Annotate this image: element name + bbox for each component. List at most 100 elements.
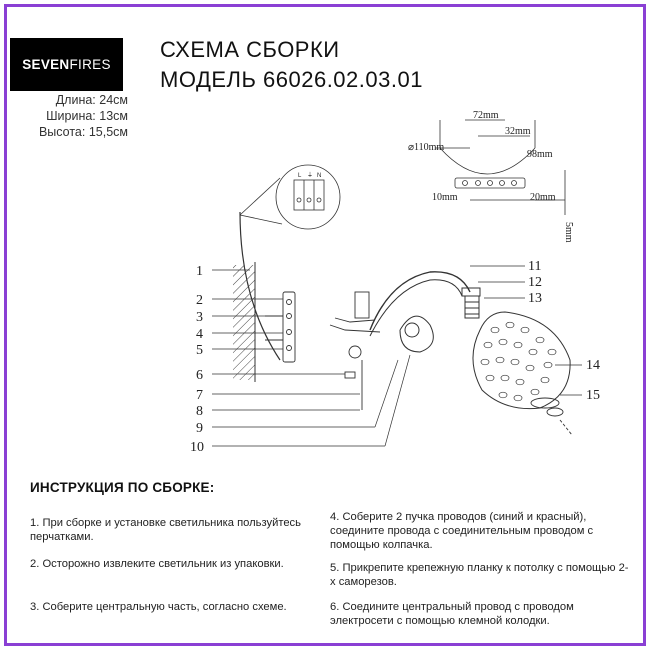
wire-bundle [329, 324, 381, 333]
magnifier-circle [275, 164, 341, 230]
part-number-3: 3 [196, 310, 203, 325]
dimension-height: Высота: 15,5см [38, 125, 128, 139]
plate-hole [475, 180, 481, 186]
instruction-step-5: 5. Прикрепите крепежную планку к потолку… [330, 562, 629, 588]
assembly-diagram: ⌀110mm 72mm 32mm 98mm 10mm 20mm 5mm L ⏚ … [190, 110, 600, 455]
leader-9b [374, 359, 399, 428]
part-number-15: 15 [586, 388, 600, 403]
nut-small [344, 371, 356, 379]
bracket-hole [286, 313, 292, 319]
plate-dim-20: 20mm [530, 192, 556, 203]
plate-dim-5: 5mm [563, 222, 574, 243]
shade-hole [515, 378, 525, 386]
shade-hole [490, 326, 500, 334]
terminal-letter-n: N [317, 173, 321, 179]
plate-hole [499, 180, 505, 186]
part-number-4: 4 [196, 327, 203, 342]
lamp-arm [369, 271, 471, 331]
dimension-width: Ширина: 13см [46, 109, 128, 123]
terminal-screw [306, 197, 312, 203]
terminal-block-detail [239, 164, 341, 230]
plate-dim-10: 10mm [432, 192, 458, 203]
title-line-2: МОДЕЛЬ 66026.02.03.01 [160, 67, 423, 92]
brand-bold: SEVEN [22, 57, 70, 72]
shade-hole [513, 394, 523, 402]
plate-bar [454, 177, 526, 189]
mounting-plate-detail [435, 119, 566, 215]
socket-cap [461, 287, 481, 297]
part-number-14: 14 [586, 358, 600, 373]
instruction-step-4: 4. Соберите 2 пучка проводов (синий и кр… [330, 511, 594, 551]
shade-hole [510, 358, 520, 366]
part-number-7: 7 [196, 388, 203, 403]
instruction-step-2: 2. Осторожно извлеките светильник из упа… [30, 558, 284, 570]
ring-outline [399, 315, 434, 353]
bulb-guide [559, 419, 573, 436]
part-number-12: 12 [528, 275, 542, 290]
shade-hole [483, 341, 493, 349]
plate-hole [487, 180, 493, 186]
wire-bundle [334, 317, 376, 323]
bulb-base [546, 407, 564, 417]
terminal-screw [316, 197, 322, 203]
plate-outline [439, 147, 536, 175]
shade-hole [495, 356, 505, 364]
plate-dim-110: ⌀110mm [408, 142, 444, 153]
plate-hole [511, 180, 517, 186]
wall-hatch [233, 265, 255, 380]
instructions-heading: ИНСТРУКЦИЯ ПО СБОРКЕ: [30, 480, 215, 495]
bracket-hole [286, 345, 292, 351]
page-title: СХЕМА СБОРКИ МОДЕЛЬ 66026.02.03.01 [160, 35, 423, 95]
shade-hole [547, 348, 557, 356]
leader-lines [212, 265, 582, 447]
shade-hole [543, 361, 553, 369]
lamp-shade [472, 311, 571, 410]
part-number-11: 11 [528, 259, 541, 274]
shade-outline [472, 311, 571, 410]
bracket-hole [286, 299, 292, 305]
shade-hole [525, 364, 535, 372]
plate-dim-98: 98mm [527, 149, 553, 160]
terminal-block [293, 179, 325, 211]
brand-light: FIRES [69, 57, 111, 72]
shade-hole [520, 326, 530, 334]
terminal-screw [296, 197, 302, 203]
lamp-socket [461, 287, 481, 319]
canopy-outline [239, 211, 281, 361]
shade-hole [500, 374, 510, 382]
shade-ring-nut [530, 397, 573, 436]
instruction-step-6: 6. Соедините центральный провод с провод… [330, 601, 574, 627]
part-number-2: 2 [196, 293, 203, 308]
part-number-5: 5 [196, 343, 203, 358]
shade-hole [498, 338, 508, 346]
decor-ring [399, 315, 434, 353]
shade-hole [530, 388, 540, 396]
mounting-bracket [265, 291, 381, 410]
part-number-1: 1 [196, 264, 203, 279]
part-number-9: 9 [196, 421, 203, 436]
shade-hole [480, 358, 490, 366]
shade-hole [505, 321, 515, 329]
backplate [354, 291, 370, 319]
ring-center [404, 322, 420, 338]
dimension-length: Длина: 24см [55, 93, 128, 107]
shade-hole [535, 336, 545, 344]
shade-hole [528, 348, 538, 356]
shade-hole [485, 374, 495, 382]
plate-hole [462, 180, 468, 186]
plate-dim-32: 32mm [505, 126, 531, 137]
leader-10b [384, 354, 411, 447]
product-dimensions: Длина: 24см Ширина: 13см Высота: 15,5см [10, 92, 128, 140]
shade-hole [513, 341, 523, 349]
page-frame [4, 4, 646, 646]
shade-hole [540, 376, 550, 384]
bracket-body [282, 291, 296, 363]
leader-line [239, 177, 281, 216]
part-number-13: 13 [528, 291, 542, 306]
title-line-1: СХЕМА СБОРКИ [160, 37, 340, 62]
part-number-6: 6 [196, 368, 203, 383]
ring-nut [530, 397, 560, 409]
part-number-10: 10 [190, 440, 204, 455]
bracket-hole [286, 329, 292, 335]
